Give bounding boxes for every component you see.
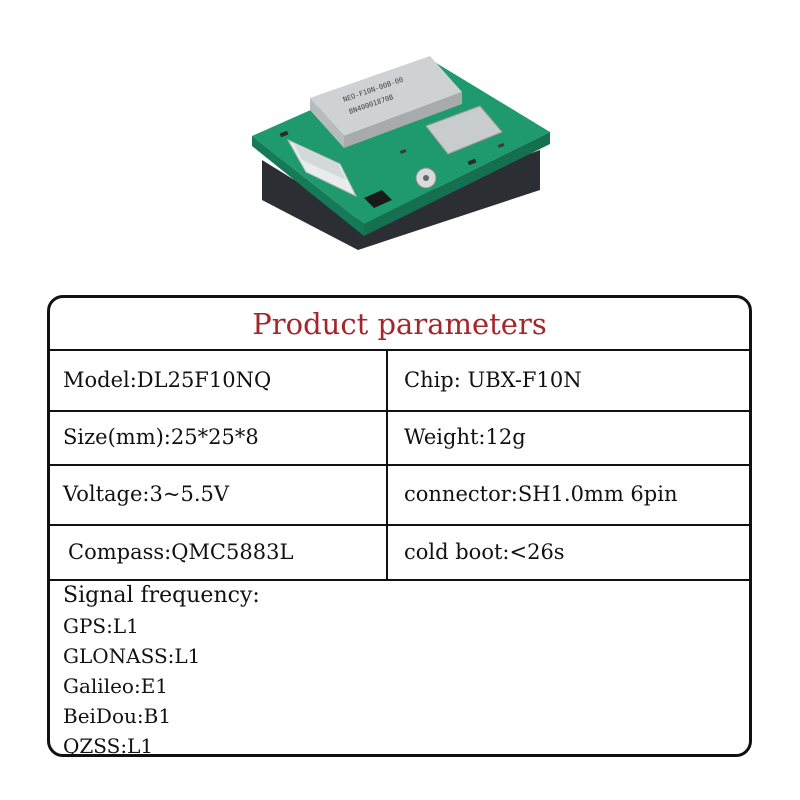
metal-component [425, 105, 503, 155]
signal-frequency-block: Signal frequency: GPS:L1 GLONASS:L1 Gali… [63, 581, 260, 757]
compass-cell: Compass:QMC5883L [68, 539, 294, 564]
signal-glonass: GLONASS:L1 [63, 644, 201, 668]
product-parameters-table: Product parameters Model:DL25F10NQ Chip:… [47, 295, 752, 757]
weight-cell: Weight:12g [386, 410, 749, 464]
voltage-cell: Voltage:3~5.5V [63, 482, 230, 506]
table-title: Product parameters [50, 298, 749, 351]
model-cell: Model:DL25F10NQ [63, 367, 272, 392]
cold-boot-cell: cold boot:<26s [386, 524, 749, 579]
table-row: Voltage:3~5.5V connector:SH1.0mm 6pin [50, 464, 749, 526]
signal-beidou: BeiDou:B1 [63, 704, 172, 728]
signal-frequency-heading: Signal frequency: [63, 583, 260, 608]
pcb-board [252, 58, 550, 224]
compass-chip [364, 190, 392, 208]
shield-can [310, 56, 462, 136]
chip-cell: Chip: UBX-F10N [386, 349, 749, 410]
pcb-edge [252, 136, 364, 236]
signal-galileo: Galileo:E1 [63, 674, 169, 698]
size-cell: Size(mm):25*25*8 [63, 425, 259, 449]
gps-module-image: NEO-F10N-00B-00 BN40001870B [252, 56, 550, 250]
connector-cell: connector:SH1.0mm 6pin [386, 464, 749, 524]
module-base [262, 150, 540, 250]
signal-gps: GPS:L1 [63, 614, 139, 638]
table-row: Model:DL25F10NQ Chip: UBX-F10N [50, 349, 749, 412]
table-row: Compass:QMC5883L cold boot:<26s [50, 524, 749, 581]
signal-qzss: QZSS:L1 [63, 734, 154, 757]
table-row: Size(mm):25*25*8 Weight:12g [50, 410, 749, 466]
